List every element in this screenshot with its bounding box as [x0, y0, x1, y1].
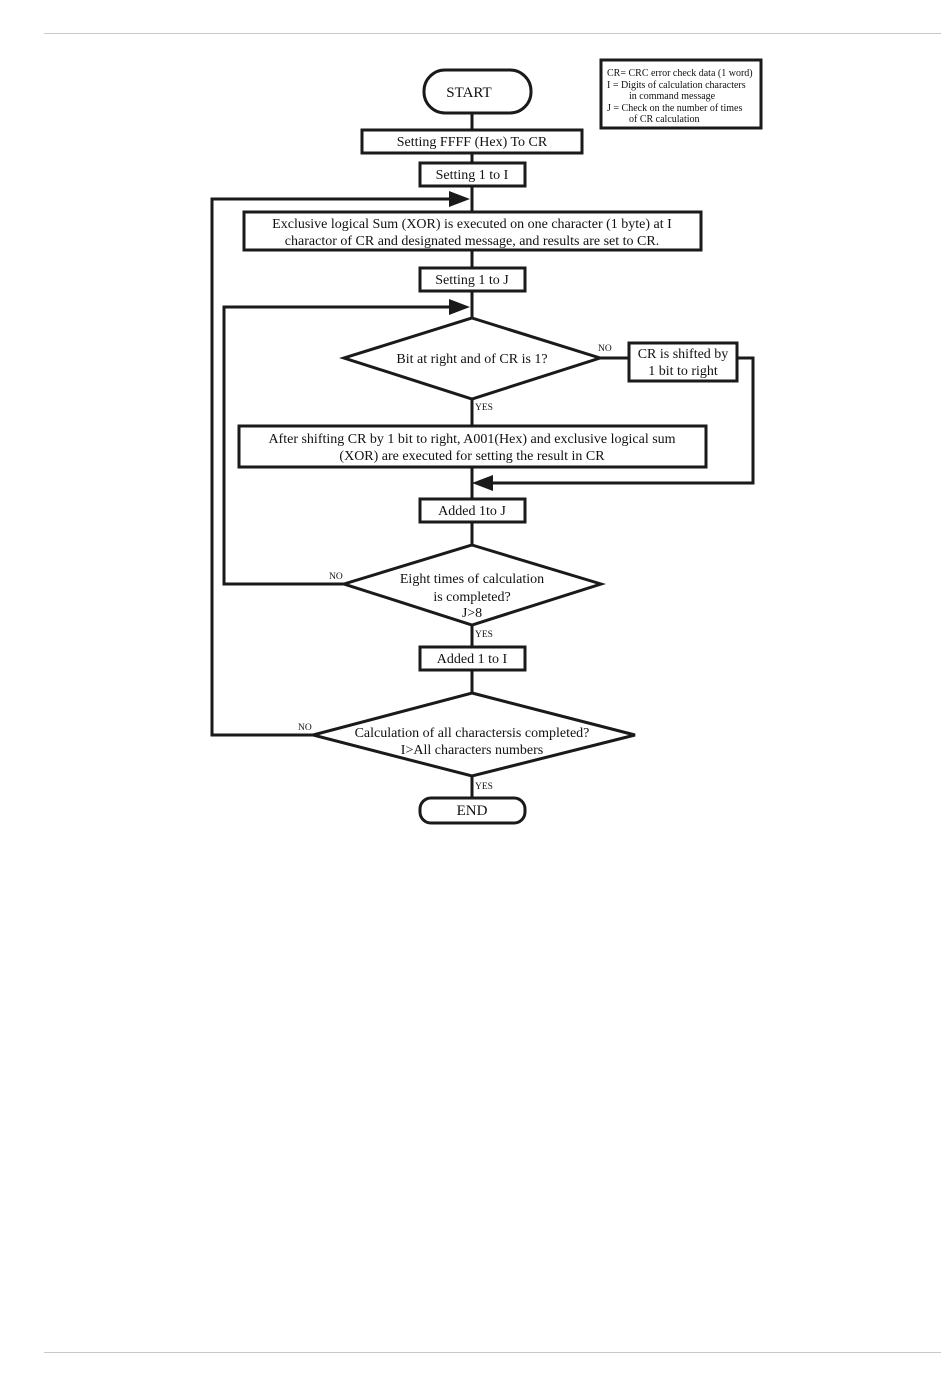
set-cr-box: Setting FFFF (Hex) To CR	[360, 128, 584, 155]
end-label: END	[457, 803, 488, 819]
no-label-all: NO	[298, 723, 312, 733]
add-j-label: Added 1to J	[438, 504, 506, 519]
shift-label-2: 1 bit to right	[648, 364, 718, 379]
add-i-label: Added 1 to I	[437, 652, 508, 667]
yes-label-all: YES	[475, 782, 493, 792]
shift-return-arrow	[472, 475, 493, 491]
loop-i-line	[210, 197, 452, 737]
no-label-eight: NO	[329, 572, 343, 582]
decision-eight-label-2: is completed?	[433, 590, 510, 605]
set-i-box: Setting 1 to I	[418, 161, 527, 188]
set-i-label: Setting 1 to I	[436, 168, 509, 183]
decision-all-label-1: Calculation of all charactersis complete…	[355, 726, 590, 741]
top-rule	[44, 33, 941, 34]
xor-label-1: Exclusive logical Sum (XOR) is executed …	[272, 217, 672, 232]
loop-j-line	[222, 305, 452, 586]
legend-line-4: J = Check on the number of times	[607, 103, 742, 114]
shift-box: CR is shifted by 1 bit to right	[627, 341, 739, 383]
decision-eight: Eight times of calculation is completed?…	[338, 543, 607, 627]
legend-box: CR= CRC error check data (1 word) I = Di…	[599, 58, 763, 130]
legend-line-2: I = Digits of calculation characters	[607, 80, 746, 91]
start-terminal: START	[422, 68, 533, 115]
legend-line-3: in command message	[629, 91, 716, 102]
xor-label-2: charactor of CR and designated message, …	[285, 234, 659, 249]
legend-line-1: CR= CRC error check data (1 word)	[607, 68, 753, 79]
bottom-rule	[44, 1352, 941, 1353]
yes-label-eight: YES	[475, 630, 493, 640]
set-j-label: Setting 1 to J	[435, 273, 509, 288]
no-label-bit: NO	[598, 344, 612, 354]
decision-all: Calculation of all charactersis complete…	[307, 691, 636, 778]
xor-box: Exclusive logical Sum (XOR) is executed …	[242, 210, 703, 252]
add-j-box: Added 1to J	[418, 497, 527, 524]
after-shift-label-1: After shifting CR by 1 bit to right, A00…	[268, 432, 675, 447]
shift-label-1: CR is shifted by	[638, 347, 729, 362]
decision-bit-label: Bit at right and of CR is 1?	[396, 352, 547, 367]
shift-return-line	[492, 356, 755, 485]
add-i-box: Added 1 to I	[418, 645, 527, 672]
start-label: START	[446, 85, 491, 101]
decision-all-label-2: I>All characters numbers	[401, 743, 543, 758]
set-j-box: Setting 1 to J	[418, 266, 527, 293]
after-shift-label-2: (XOR) are executed for setting the resul…	[339, 449, 605, 464]
legend-line-5: of CR calculation	[629, 114, 700, 125]
after-shift-box: After shifting CR by 1 bit to right, A00…	[237, 424, 708, 469]
decision-bit: Bit at right and of CR is 1?	[339, 316, 605, 401]
end-terminal: END	[418, 796, 527, 825]
decision-eight-label-1: Eight times of calculation	[400, 572, 544, 587]
decision-eight-label-3: J>8	[462, 606, 482, 621]
loop-j-arrow	[449, 299, 470, 315]
loop-i-arrow	[449, 191, 470, 207]
set-cr-label: Setting FFFF (Hex) To CR	[397, 135, 548, 150]
yes-label-bit: YES	[475, 403, 493, 413]
